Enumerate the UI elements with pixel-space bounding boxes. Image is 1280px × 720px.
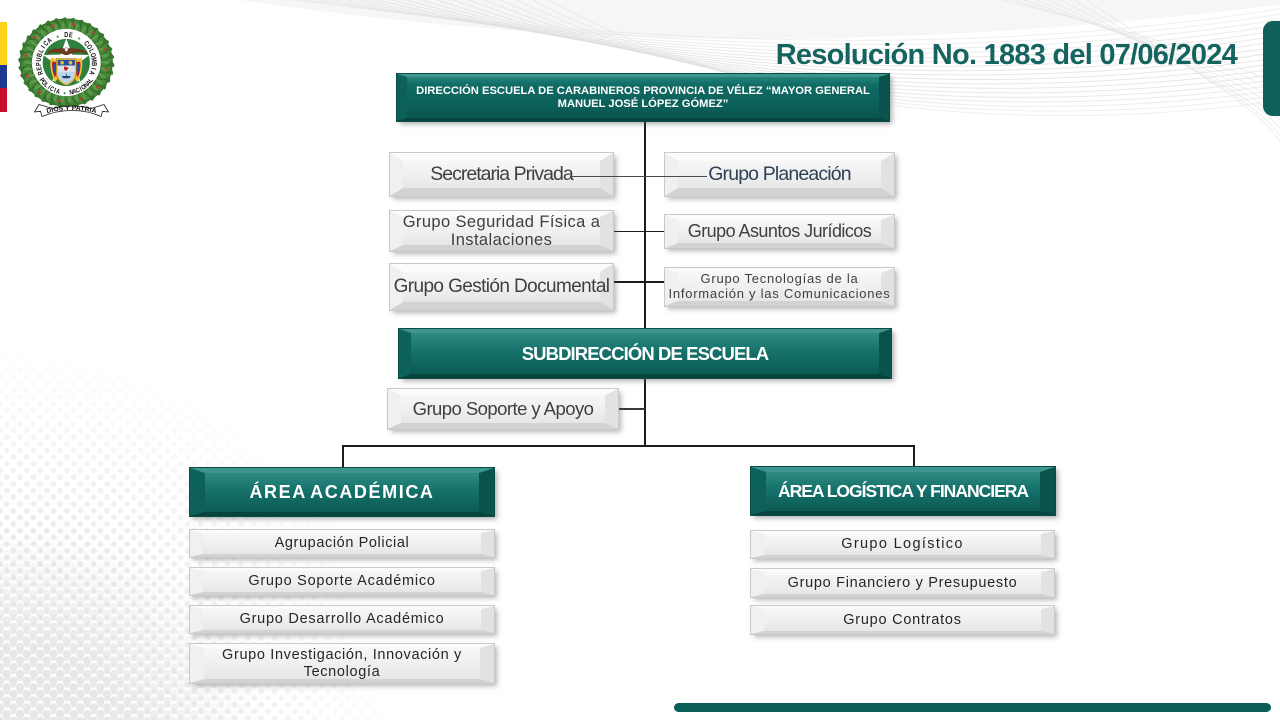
svg-text:L: L (87, 77, 95, 84)
svg-text:U: U (35, 57, 43, 62)
svg-text:B: B (89, 62, 97, 67)
svg-text:C: C (75, 86, 82, 95)
svg-text:O: O (80, 83, 88, 92)
svg-text:DIOS Y PATRIA: DIOS Y PATRIA (46, 105, 97, 115)
svg-text:A: A (87, 69, 96, 76)
svg-text:L: L (87, 48, 96, 54)
svg-text:A: A (46, 36, 54, 45)
svg-text:R: R (37, 69, 46, 76)
svg-text:C: C (48, 85, 56, 94)
svg-text:L: L (37, 48, 46, 54)
svg-text:✶: ✶ (63, 90, 67, 96)
svg-text:P: P (37, 77, 45, 84)
svg-text:I: I (53, 87, 58, 95)
svg-text:E: E (35, 66, 43, 71)
svg-text:E: E (68, 31, 73, 39)
svg-text:A: A (72, 87, 78, 96)
svg-text:M: M (89, 57, 97, 62)
svg-text:✶: ✶ (55, 33, 60, 39)
svg-text:C: C (82, 40, 91, 49)
svg-text:D: D (64, 31, 68, 39)
svg-text:✶: ✶ (76, 35, 82, 42)
svg-text:P: P (35, 61, 43, 66)
svg-text:A: A (55, 88, 61, 97)
svg-text:A: A (85, 79, 94, 87)
svg-text:I: I (89, 67, 97, 70)
svg-text:B: B (36, 52, 45, 58)
svg-text:L: L (42, 81, 50, 89)
svg-text:I: I (78, 85, 83, 93)
svg-text:I: I (46, 84, 52, 91)
svg-text:O: O (84, 43, 93, 51)
svg-text:I: I (40, 44, 47, 50)
svg-text:O: O (88, 52, 97, 58)
svg-text:O: O (39, 79, 48, 87)
svg-text:N: N (82, 81, 90, 89)
svg-text:N: N (69, 88, 74, 96)
svg-text:C: C (42, 39, 51, 48)
